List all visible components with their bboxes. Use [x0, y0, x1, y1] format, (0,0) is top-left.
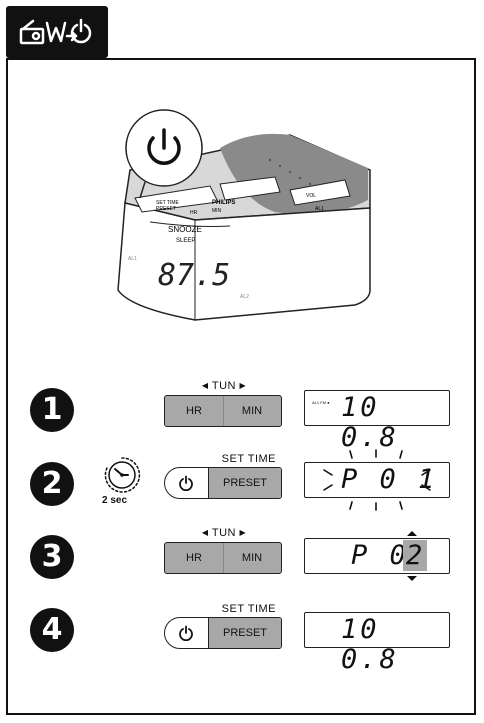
hr-button[interactable]: HR	[186, 552, 202, 564]
blink-rays-icon	[323, 449, 431, 511]
step-4-number: 4	[30, 608, 74, 652]
min-button[interactable]: MIN	[241, 552, 263, 564]
brand-label: PHILIPS	[212, 200, 235, 206]
min-button[interactable]: MIN	[241, 405, 263, 417]
step-3-number: 3	[30, 535, 74, 579]
instruction-frame	[6, 58, 476, 715]
snooze-label: SNOOZE	[168, 225, 202, 234]
step-2-number: 2	[30, 462, 74, 506]
step-4-display-text: 10 0.8	[341, 614, 399, 675]
step-1-display-indicator: AL1 FM ●	[312, 400, 330, 405]
step-4-power-preset-button[interactable]: PRESET	[164, 617, 282, 649]
power-button[interactable]	[165, 618, 209, 648]
power-icon	[179, 625, 193, 641]
step-3-display: P 0 2	[304, 538, 450, 574]
device-set-time-label: SET TIME	[156, 200, 180, 206]
step-3-display-highlight: 2	[406, 540, 426, 571]
power-icon	[179, 475, 193, 491]
step-3-tun-buttons[interactable]: HR MIN	[164, 542, 282, 574]
radio-wave-power-icon	[19, 18, 92, 45]
hr-button[interactable]: HR	[186, 405, 202, 417]
up-down-arrows-icon	[407, 531, 417, 581]
hold-timer: 2 sec	[98, 454, 146, 512]
device-display: 87.5	[158, 258, 230, 293]
header-tab	[6, 6, 108, 58]
step-4-set-time-label: SET TIME	[221, 603, 276, 615]
device-al-label: AL1	[315, 206, 324, 212]
step-2-set-time-label: SET TIME	[221, 453, 276, 465]
power-button[interactable]	[165, 468, 209, 498]
step-1-tun-buttons[interactable]: HR MIN	[164, 395, 282, 427]
step-2-display-text: P 0 1	[341, 464, 438, 495]
step-3-highlight	[403, 540, 427, 571]
device-hr-label: HR	[190, 210, 198, 216]
step-2-display: P 0 1	[304, 462, 450, 498]
step-2-power-preset-button[interactable]: PRESET	[164, 467, 282, 499]
device-preset-label: PRESET	[156, 206, 176, 212]
step-3-display-text: P 0	[351, 540, 409, 571]
step-3-tun-label: ◀ TUN ▶	[201, 527, 247, 539]
hold-time-label: 2 sec	[102, 495, 128, 506]
device-al2-label: AL2	[240, 294, 249, 300]
device-al1-label: AL1	[128, 256, 137, 262]
preset-button[interactable]: PRESET	[209, 618, 281, 648]
sleep-label: SLEEP	[176, 238, 195, 244]
device-vol-label: VOL	[306, 193, 316, 199]
callout-power-icon	[147, 128, 181, 165]
device-min-label: MIN	[212, 208, 222, 214]
step-1-number: 1	[30, 388, 74, 432]
step-1-tun-label: ◀ TUN ▶	[201, 380, 247, 392]
stopwatch-icon	[104, 457, 141, 493]
step-1-display-text: 10 0.8	[341, 392, 399, 453]
preset-button[interactable]: PRESET	[209, 468, 281, 498]
step-4-display: 10 0.8	[304, 612, 450, 675]
clock-radio-illustration: PHILIPS SET TIME PRESET HR MIN VOL AL1 S…	[117, 109, 371, 321]
step-1-display: AL1 FM ● 10 0.8	[304, 390, 450, 453]
